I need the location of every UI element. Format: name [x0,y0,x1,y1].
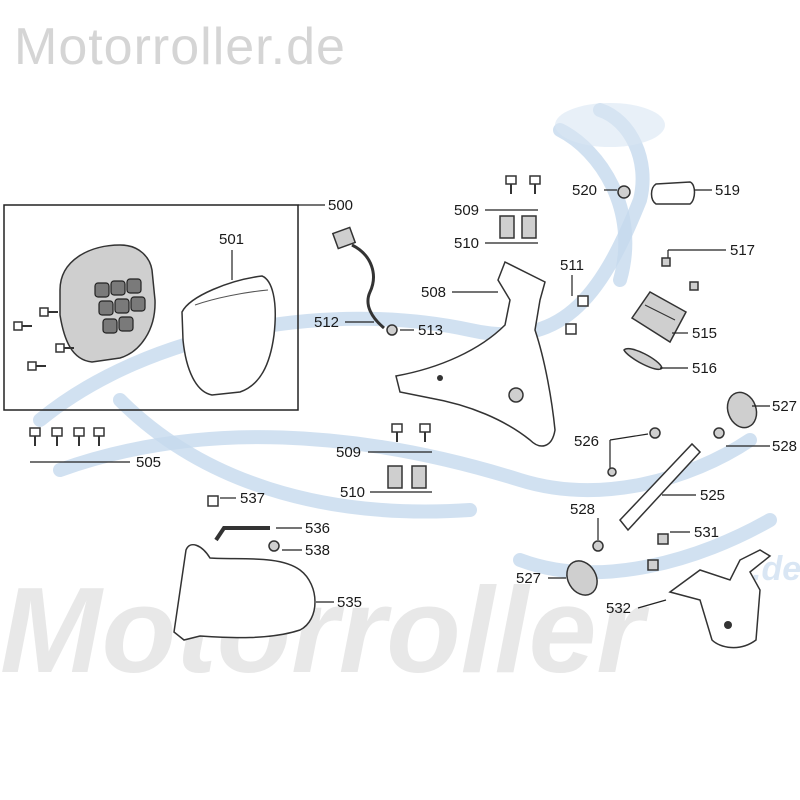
callout-labels: 500 501 505 508 509 510 509 510 511 512 … [136,182,797,617]
callout-535: 535 [337,594,362,611]
headlight-led-cells [94,278,146,334]
fastener-set-509-510-bottom [368,423,432,493]
assembly-frame [3,204,299,411]
callout-517: 517 [730,242,755,259]
watermark-bottom-text: Motorroller [0,562,650,698]
callout-520: 520 [572,182,597,199]
callout-513: 513 [418,322,443,339]
callout-519: 519 [715,182,740,199]
bracket-515 [630,291,688,344]
callout-538: 538 [305,542,330,559]
callout-526: 526 [574,433,599,450]
callout-525: 525 [700,487,725,504]
callout-536: 536 [305,520,330,537]
callout-528-left: 528 [570,501,595,518]
callout-516: 516 [692,360,717,377]
screws-517 [661,249,726,291]
callout-532: 532 [606,600,631,617]
callout-527-left: 527 [516,570,541,587]
callout-505: 505 [136,454,161,471]
license-plate-holder-508 [395,260,556,447]
screws-inside-box [13,307,74,371]
small-parts-536-538 [207,495,302,552]
callout-510-bottom: 510 [340,484,365,501]
screw-set-505 [29,427,130,463]
screws-531 [647,531,690,571]
callout-511: 511 [560,257,584,274]
reflector-519-520 [604,181,712,205]
callout-512: 512 [314,314,339,331]
lower-cover-535 [173,543,334,641]
fastener-set-509-510-top [485,175,541,244]
callout-537: 537 [240,490,265,507]
callout-501: 501 [219,231,244,248]
headlight-assembly-box [3,204,325,411]
callout-509-bottom: 509 [336,444,361,461]
plate-bracket-532 [637,549,772,649]
callout-510-top: 510 [454,235,479,252]
callout-527-right: 527 [772,398,797,415]
callout-500: 500 [328,197,353,214]
round-reflector-527-left [548,560,598,596]
headlight-lens [181,275,277,396]
callout-528-right: 528 [772,438,797,455]
scooter-watermark-graphic [33,103,777,580]
callout-509-top: 509 [454,202,479,219]
watermark-top-text: Motorroller.de [14,18,346,76]
license-plate-holder-body [395,260,556,447]
callout-515: 515 [692,325,717,342]
nuts-526-528 [592,427,770,552]
strip-516 [623,347,688,371]
callout-508: 508 [421,284,446,301]
reflector-bracket-525 [619,442,702,532]
wire-harness-512 [331,226,414,336]
callout-531: 531 [694,524,719,541]
round-reflector-527-right [726,391,770,429]
screws-511 [565,275,589,335]
